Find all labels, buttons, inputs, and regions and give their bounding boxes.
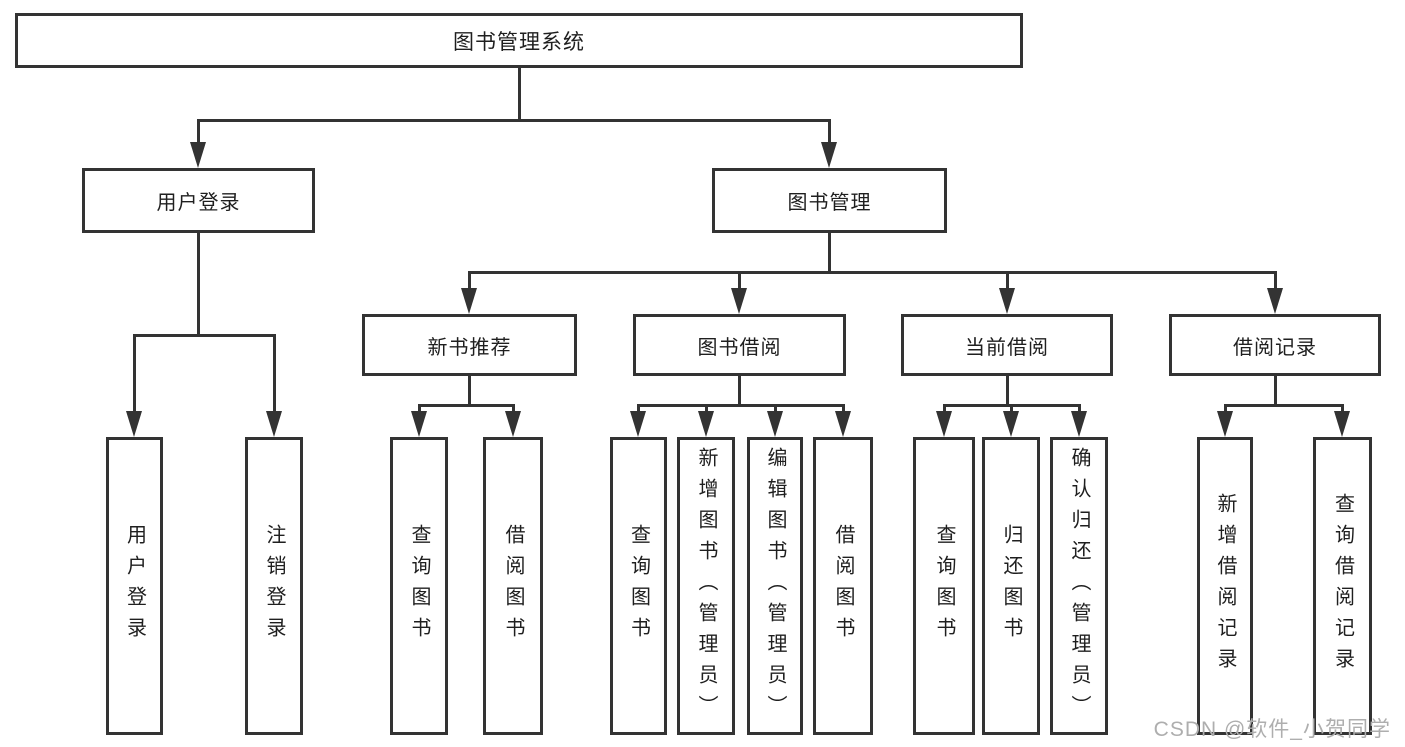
node-label: 借阅记录 bbox=[1233, 336, 1317, 359]
connector-vline bbox=[197, 119, 200, 144]
connector-vline bbox=[197, 233, 200, 336]
leaf-return-books: 归还图书 bbox=[982, 437, 1040, 735]
connector-vline bbox=[133, 334, 136, 413]
connector-arrowhead bbox=[411, 411, 427, 437]
node-label: 查询借阅记录 bbox=[1331, 493, 1354, 679]
connector-hline bbox=[418, 404, 515, 407]
connector-vline bbox=[705, 404, 708, 413]
connector-vline bbox=[518, 66, 521, 120]
connector-arrowhead bbox=[1267, 288, 1283, 314]
csdn-watermark: CSDN @软件_小贺同学 bbox=[1153, 718, 1391, 741]
connector-arrowhead bbox=[835, 411, 851, 437]
connector-vline bbox=[273, 334, 276, 413]
connector-arrowhead bbox=[698, 411, 714, 437]
connector-vline bbox=[842, 404, 845, 413]
connector-arrowhead bbox=[936, 411, 952, 437]
leaf-query-books-recommend: 查询图书 bbox=[390, 437, 448, 735]
node-label: 新增借阅记录 bbox=[1214, 493, 1236, 679]
node-label: 图书借阅 bbox=[697, 336, 782, 359]
node-label: 注销登录 bbox=[263, 524, 285, 648]
leaf-query-books-current: 查询图书 bbox=[913, 437, 975, 735]
node-new-book-recommendation: 新书推荐 bbox=[362, 314, 577, 376]
connector-vline bbox=[1006, 271, 1009, 291]
node-label: 用户登录 bbox=[123, 524, 146, 648]
connector-hline bbox=[468, 271, 1276, 274]
node-book-borrowing: 图书借阅 bbox=[633, 314, 846, 376]
leaf-edit-books-admin: 编辑图书（管理员） bbox=[747, 437, 803, 735]
connector-vline bbox=[1224, 404, 1227, 413]
connector-vline bbox=[1010, 404, 1013, 413]
node-borrowing-records: 借阅记录 bbox=[1169, 314, 1381, 376]
leaf-add-borrow-record: 新增借阅记录 bbox=[1197, 437, 1253, 735]
connector-vline bbox=[1274, 376, 1277, 407]
connector-arrowhead bbox=[999, 288, 1015, 314]
node-user-login: 用户登录 bbox=[82, 168, 315, 233]
connector-vline bbox=[418, 404, 421, 413]
connector-vline bbox=[828, 233, 831, 274]
connector-vline bbox=[468, 271, 471, 291]
connector-vline bbox=[1274, 271, 1277, 291]
connector-arrowhead bbox=[266, 411, 282, 437]
leaf-add-books-admin: 新增图书（管理员） bbox=[677, 437, 735, 735]
connector-hline bbox=[133, 334, 275, 337]
connector-arrowhead bbox=[461, 288, 477, 314]
node-label: 查询图书 bbox=[933, 524, 955, 648]
node-label: 归还图书 bbox=[1000, 524, 1022, 648]
connector-arrowhead bbox=[1071, 411, 1087, 437]
node-label: 确认归还（管理员） bbox=[1068, 446, 1090, 726]
node-label: 借阅图书 bbox=[832, 524, 854, 648]
connector-hline bbox=[197, 119, 831, 122]
connector-vline bbox=[468, 376, 471, 407]
connector-arrowhead bbox=[821, 142, 837, 168]
connector-vline bbox=[1341, 404, 1344, 413]
node-label: 查询图书 bbox=[627, 524, 650, 648]
connector-arrowhead bbox=[630, 411, 646, 437]
connector-vline bbox=[637, 404, 640, 413]
node-label: 用户登录 bbox=[156, 192, 241, 214]
connector-arrowhead bbox=[767, 411, 783, 437]
connector-arrowhead bbox=[1003, 411, 1019, 437]
node-label: 当前借阅 bbox=[965, 336, 1049, 359]
node-book-management: 图书管理 bbox=[712, 168, 947, 233]
connector-vline bbox=[943, 404, 946, 413]
connector-arrowhead bbox=[190, 142, 206, 168]
node-label: 图书管理系统 bbox=[453, 30, 585, 54]
connector-vline bbox=[1078, 404, 1081, 413]
connector-arrowhead bbox=[505, 411, 521, 437]
connector-vline bbox=[512, 404, 515, 413]
connector-vline bbox=[738, 376, 741, 407]
node-label: 新增图书（管理员） bbox=[695, 446, 717, 726]
node-label: 新书推荐 bbox=[427, 336, 512, 359]
connector-vline bbox=[828, 119, 831, 144]
connector-arrowhead bbox=[731, 288, 747, 314]
connector-vline bbox=[774, 404, 777, 413]
leaf-query-borrow-record: 查询借阅记录 bbox=[1313, 437, 1372, 735]
connector-arrowhead bbox=[126, 411, 142, 437]
leaf-borrow-books: 借阅图书 bbox=[813, 437, 873, 735]
node-label: 借阅图书 bbox=[502, 524, 524, 648]
connector-hline bbox=[1224, 404, 1344, 407]
node-label: 查询图书 bbox=[408, 524, 430, 648]
node-label: 编辑图书（管理员） bbox=[764, 446, 786, 726]
leaf-borrow-books-recommend: 借阅图书 bbox=[483, 437, 543, 735]
leaf-confirm-return-admin: 确认归还（管理员） bbox=[1050, 437, 1108, 735]
node-current-borrowing: 当前借阅 bbox=[901, 314, 1113, 376]
connector-vline bbox=[1006, 376, 1009, 407]
leaf-user-login: 用户登录 bbox=[106, 437, 163, 735]
connector-arrowhead bbox=[1334, 411, 1350, 437]
leaf-query-books-borrow: 查询图书 bbox=[610, 437, 667, 735]
leaf-logout: 注销登录 bbox=[245, 437, 303, 735]
node-library-management-system: 图书管理系统 bbox=[15, 13, 1023, 68]
connector-vline bbox=[738, 271, 741, 291]
connector-hline bbox=[637, 404, 845, 407]
node-label: 图书管理 bbox=[787, 192, 872, 214]
connector-arrowhead bbox=[1217, 411, 1233, 437]
